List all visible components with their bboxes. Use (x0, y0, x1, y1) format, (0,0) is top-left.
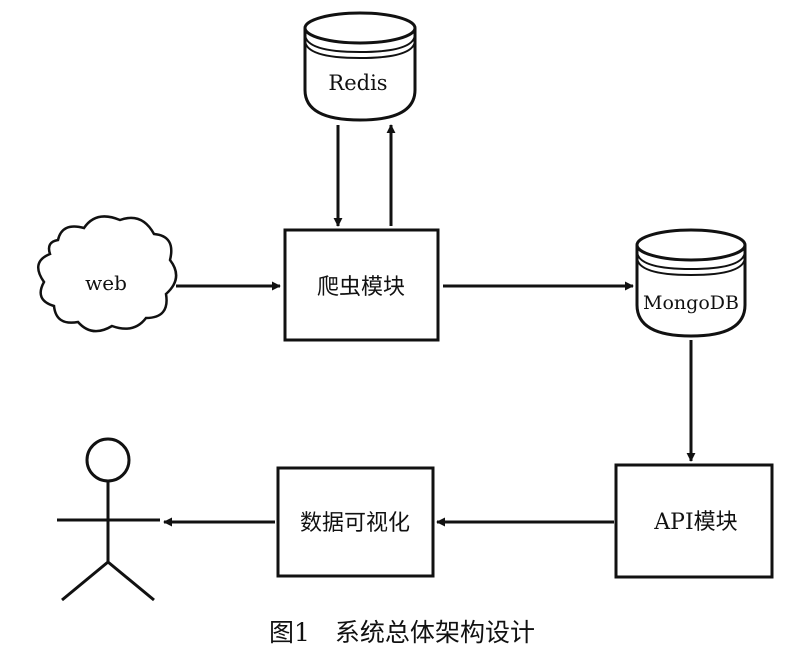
mongodb-database: MongoDB (635, 228, 747, 338)
api-module-label: API模块 (653, 510, 737, 535)
data-visualization-label: 数据可视化 (300, 511, 410, 536)
crawler-module-label: 爬虫模块 (317, 275, 405, 300)
web-cloud: web (37, 215, 178, 333)
redis-database: Redis (303, 11, 417, 122)
user-actor-icon (57, 437, 160, 602)
data-visualization-box: 数据可视化 (276, 466, 435, 578)
redis-label: Redis (328, 71, 387, 95)
api-module-box: API模块 (614, 463, 774, 579)
web-label: web (85, 271, 127, 295)
figure-caption: 图1 系统总体架构设计 (269, 618, 535, 647)
crawler-module-box: 爬虫模块 (283, 228, 440, 342)
mongodb-label: MongoDB (643, 292, 739, 314)
